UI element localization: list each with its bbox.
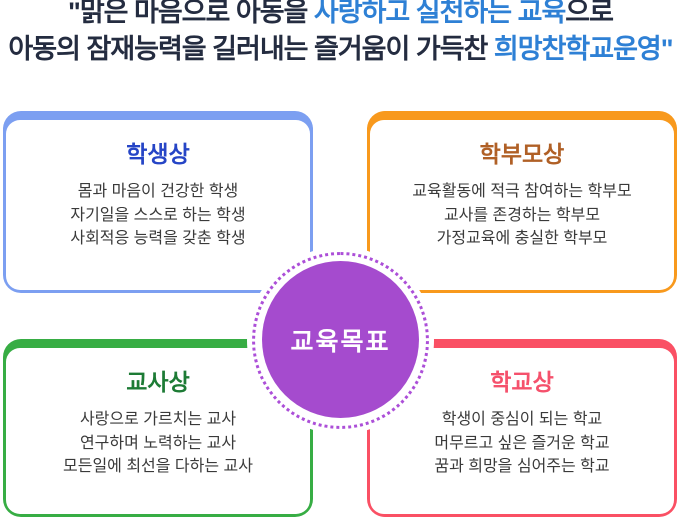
motto-segment: 으로 bbox=[565, 0, 614, 27]
card-line: 자기일을 스스로 하는 학생 bbox=[70, 206, 246, 224]
card-line: 꿈과 희망을 심어주는 학교 bbox=[434, 458, 610, 475]
card-line: 사회적응 능력을 갖춘 학생 bbox=[70, 230, 246, 247]
motto-segment-highlight: 사랑하고 실천하는 교육 bbox=[313, 0, 566, 27]
card-school-title: 학교상 bbox=[490, 369, 554, 395]
card-student-body: 학생상 몸과 마음이 건강한 학생 자기일을 스스로 하는 학생 사회적응 능력… bbox=[6, 120, 310, 290]
card-line: 모든일에 최선을 다하는 교사 bbox=[63, 458, 253, 475]
card-line: 연구하며 노력하는 교사 bbox=[79, 434, 237, 452]
card-line: 학생이 중심이 되는 학교 bbox=[441, 411, 603, 428]
card-teacher-lines: 사랑으로 가르치는 교사 연구하며 노력하는 교사 모든일에 최선을 다하는 교… bbox=[6, 408, 310, 479]
card-school-body: 학교상 학생이 중심이 되는 학교 머무르고 싶은 즐거운 학교 꿈과 희망을 … bbox=[370, 348, 674, 514]
card-teacher-title: 교사상 bbox=[126, 369, 190, 395]
card-student-title: 학생상 bbox=[126, 141, 190, 167]
motto-segment: "맑은 마음으로 아동을 bbox=[68, 0, 314, 27]
card-line: 교육활동에 적극 참여하는 학부모 bbox=[412, 183, 632, 200]
school-motto-banner: "맑은 마음으로 아동을 사랑하고 실천하는 교육으로 아동의 잠재능력을 길러… bbox=[0, 0, 681, 68]
motto-line-2: 아동의 잠재능력을 길러내는 즐거움이 가득찬 희망찬학교운영" bbox=[0, 31, 681, 68]
card-parent-title: 학부모상 bbox=[479, 141, 565, 167]
card-school-ideal: 학교상 학생이 중심이 되는 학교 머무르고 싶은 즐거운 학교 꿈과 희망을 … bbox=[367, 339, 677, 517]
card-student-ideal: 학생상 몸과 마음이 건강한 학생 자기일을 스스로 하는 학생 사회적응 능력… bbox=[3, 111, 313, 293]
card-parent-ideal: 학부모상 교육활동에 적극 참여하는 학부모 교사를 존경하는 학부모 가정교육… bbox=[367, 111, 677, 293]
card-student-lines: 몸과 마음이 건강한 학생 자기일을 스스로 하는 학생 사회적응 능력을 갖춘… bbox=[6, 180, 310, 251]
card-line: 가정교육에 충실한 학부모 bbox=[436, 230, 608, 247]
goal-circle-dotted-ring bbox=[252, 252, 429, 429]
motto-line-1: "맑은 마음으로 아동을 사랑하고 실천하는 교육으로 bbox=[0, 0, 681, 31]
card-line: 머무르고 싶은 즐거운 학교 bbox=[434, 434, 610, 452]
card-parent-body: 학부모상 교육활동에 적극 참여하는 학부모 교사를 존경하는 학부모 가정교육… bbox=[370, 120, 674, 290]
goal-circle: 교육목표 bbox=[262, 261, 419, 418]
card-parent-lines: 교육활동에 적극 참여하는 학부모 교사를 존경하는 학부모 가정교육에 충실한… bbox=[370, 180, 674, 251]
card-school-lines: 학생이 중심이 되는 학교 머무르고 싶은 즐거운 학교 꿈과 희망을 심어주는… bbox=[370, 408, 674, 479]
card-line: 사랑으로 가르치는 교사 bbox=[79, 411, 237, 428]
goal-circle-label: 교육목표 bbox=[290, 327, 391, 356]
motto-segment-highlight: 희망찬학교운영" bbox=[493, 34, 674, 64]
card-line: 교사를 존경하는 학부모 bbox=[443, 206, 601, 224]
card-line: 몸과 마음이 건강한 학생 bbox=[77, 183, 239, 200]
motto-segment: 아동의 잠재능력을 길러내는 즐거움이 가득찬 bbox=[8, 34, 494, 64]
